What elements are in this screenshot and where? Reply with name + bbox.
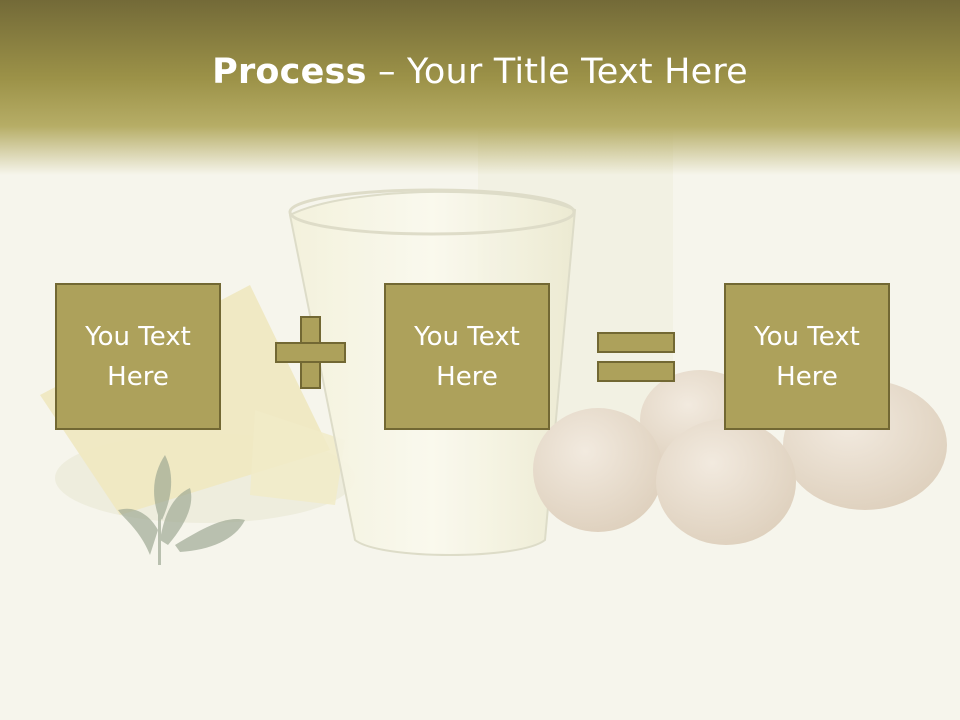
slide-title[interactable]: Process – Your Title Text Here [0,52,960,92]
eggs-shape [533,370,947,545]
title-bold-text: Process [212,52,367,92]
title-bar [0,0,960,175]
process-box-2-text: You Text Here [414,321,520,392]
title-rest-text: – Your Title Text Here [366,52,748,92]
parsley-shape [118,455,245,565]
process-box-3[interactable]: You Text Here [724,283,890,430]
process-box-3-text: You Text Here [754,321,860,392]
process-box-1-text: You Text Here [85,321,191,392]
process-box-2[interactable]: You Text Here [384,283,550,430]
process-box-1[interactable]: You Text Here [55,283,221,430]
